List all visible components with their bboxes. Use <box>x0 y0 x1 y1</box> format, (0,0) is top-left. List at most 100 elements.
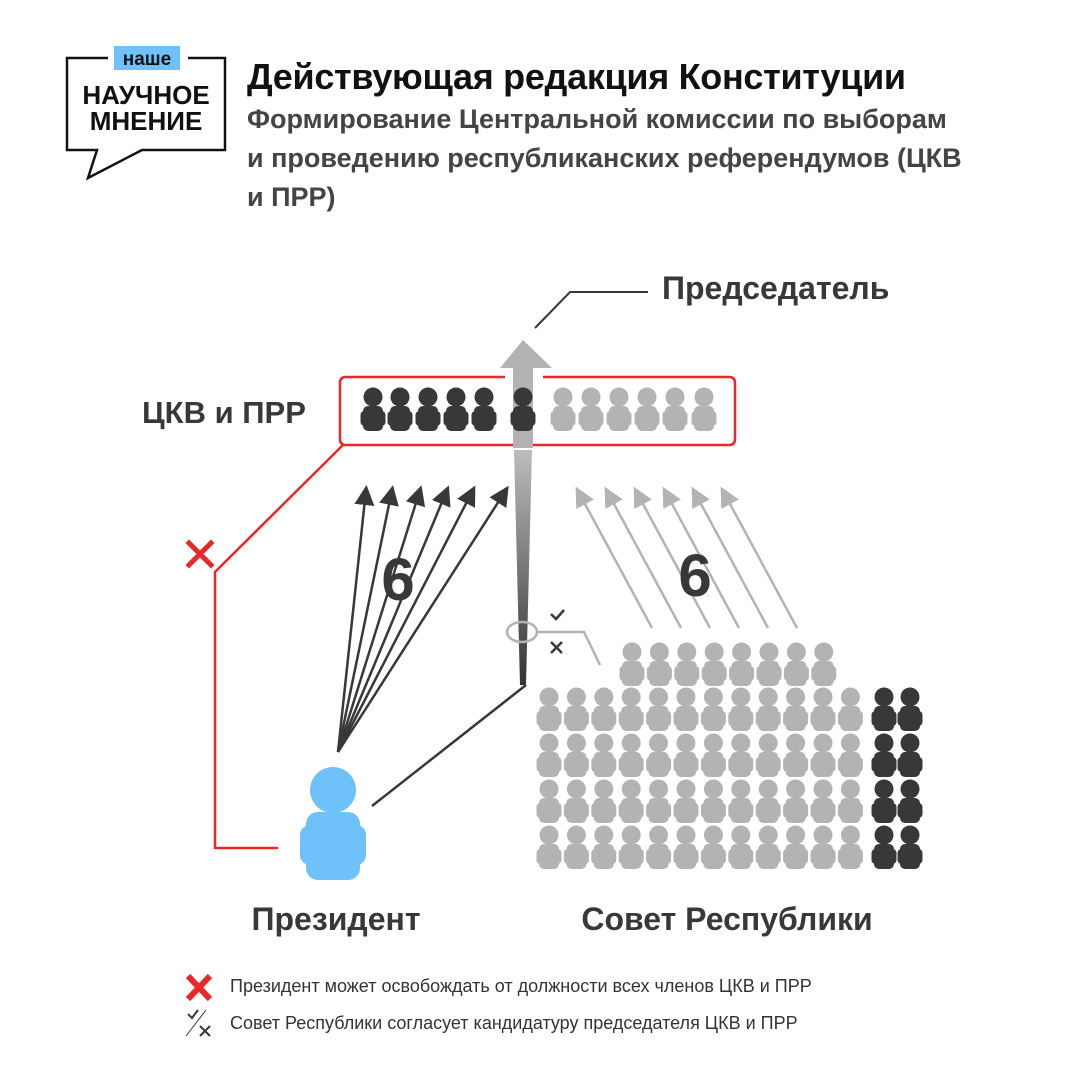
council-member <box>646 733 672 777</box>
council-member <box>700 733 726 777</box>
council-member-dark <box>871 779 897 823</box>
council-elect-arrow <box>691 486 770 629</box>
legend-text: Совет Республики согласует кандидатуру п… <box>230 1013 798 1033</box>
council-member <box>591 779 617 823</box>
council-member <box>536 825 562 869</box>
council-member <box>536 733 562 777</box>
commission-box <box>338 375 737 447</box>
commission-member-council <box>634 387 660 431</box>
dismissal-line <box>213 444 344 850</box>
council-member <box>811 642 837 686</box>
council-member-dark <box>897 779 923 823</box>
council-member <box>591 733 617 777</box>
page-title: Действующая редакция Конституции <box>247 56 906 97</box>
council-member-dark <box>871 733 897 777</box>
council-member <box>646 779 672 823</box>
council-member <box>618 779 644 823</box>
red-cross-icon <box>185 539 215 569</box>
commission-member-president <box>387 387 413 431</box>
council-member <box>701 642 727 686</box>
council-member <box>646 687 672 731</box>
council-member <box>755 779 781 823</box>
check-icon <box>550 609 565 621</box>
council-member <box>618 733 644 777</box>
legend-text: Президент может освобождать от должности… <box>230 976 812 996</box>
chairman-pointer <box>534 291 648 329</box>
council-member-dark <box>897 733 923 777</box>
council-member <box>837 779 863 823</box>
commission-member-council <box>606 387 632 431</box>
council-member <box>646 642 672 686</box>
president-nomination-spike <box>514 450 532 685</box>
commission-member-president <box>510 387 536 431</box>
commission-member-president <box>471 387 497 431</box>
council-member <box>619 642 645 686</box>
president-figure <box>300 767 366 880</box>
legend-check-cross-icon <box>185 1009 211 1037</box>
council-member <box>755 825 781 869</box>
commission-member-president <box>443 387 469 431</box>
council-member <box>783 733 809 777</box>
president-appoint-arrow <box>336 485 476 753</box>
president-nomination-line <box>371 684 527 807</box>
council-elect-arrow <box>633 486 712 629</box>
member-figures <box>360 387 923 869</box>
commission-label: ЦКВ и ПРР <box>142 395 306 430</box>
commission-member-council <box>578 387 604 431</box>
logo-line2: МНЕНИЕ <box>90 106 203 136</box>
council-member <box>674 642 700 686</box>
council-elect-arrow <box>604 486 683 629</box>
council-member <box>591 687 617 731</box>
council-member <box>810 825 836 869</box>
council-member <box>837 733 863 777</box>
council-elect-arrow <box>720 486 799 629</box>
page-subtitle: Формирование Центральной комиссии по выб… <box>247 104 962 212</box>
council-label: Совет Республики <box>581 901 872 937</box>
council-member <box>783 642 809 686</box>
council-member <box>673 779 699 823</box>
president-appoint-arrow <box>336 485 399 753</box>
commission-member-council <box>662 387 688 431</box>
president-appoint-arrow <box>336 485 509 753</box>
cross-icon <box>550 641 563 654</box>
council-member <box>755 733 781 777</box>
council-member <box>783 825 809 869</box>
council-member <box>563 825 589 869</box>
legend-red-cross-icon <box>185 973 213 1002</box>
council-member <box>728 687 754 731</box>
council-member <box>810 779 836 823</box>
council-member <box>810 733 836 777</box>
council-member <box>837 825 863 869</box>
council-count: 6 <box>678 542 711 609</box>
president-count: 6 <box>381 546 414 613</box>
council-member-dark <box>871 687 897 731</box>
council-member <box>729 642 755 686</box>
logo-tag: наше <box>123 49 171 70</box>
council-elect-arrow <box>662 486 741 629</box>
council-member <box>755 687 781 731</box>
council-member <box>783 687 809 731</box>
president-appoint-arrow <box>336 485 426 753</box>
council-member <box>783 779 809 823</box>
council-member <box>728 733 754 777</box>
council-member <box>646 825 672 869</box>
council-member <box>837 687 863 731</box>
commission-member-council <box>691 387 717 431</box>
appointment-arrows <box>336 485 799 753</box>
council-member <box>536 687 562 731</box>
council-member-dark <box>897 825 923 869</box>
council-member <box>728 825 754 869</box>
council-member <box>673 733 699 777</box>
council-member <box>563 779 589 823</box>
council-member <box>563 733 589 777</box>
council-member <box>618 825 644 869</box>
council-member <box>728 779 754 823</box>
council-member <box>700 779 726 823</box>
council-member-dark <box>897 687 923 731</box>
council-member <box>673 825 699 869</box>
council-member <box>563 687 589 731</box>
commission-member-council <box>550 387 576 431</box>
legend-item-approval: Совет Республики согласует кандидатуру п… <box>230 1013 798 1034</box>
president-appoint-arrow <box>336 485 451 753</box>
